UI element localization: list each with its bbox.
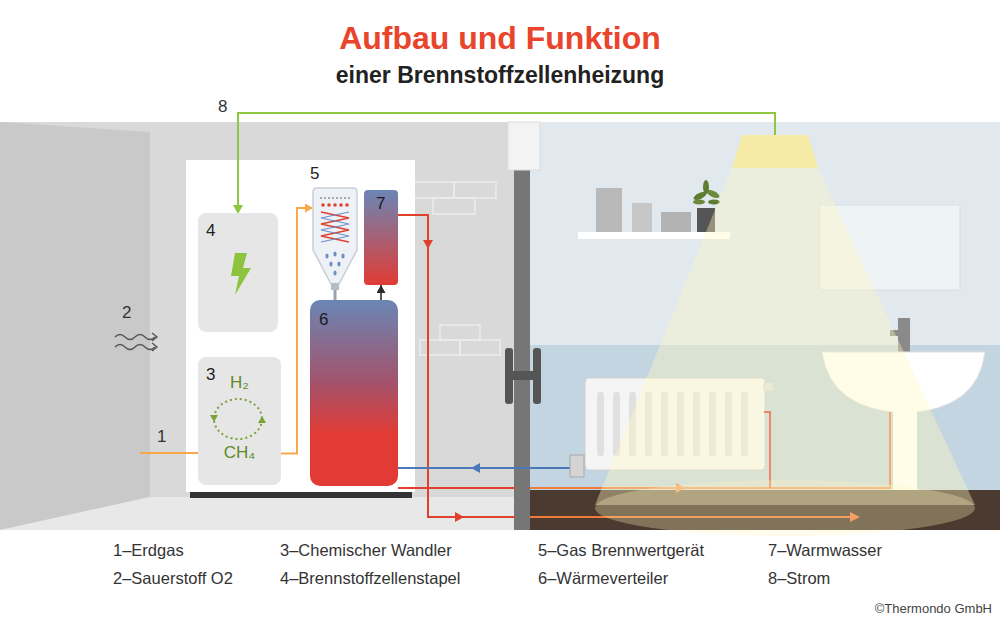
key-entry: 2–Sauerstoff O2 — [113, 569, 233, 588]
oxygen-intake-part — [115, 345, 155, 350]
wall-divider-part — [505, 371, 541, 380]
oxygen-intake-part — [152, 333, 157, 341]
cycle-art-part — [214, 399, 262, 439]
left-room-part — [0, 122, 150, 530]
brick-outline-part — [460, 340, 500, 355]
oxygen-intake-part — [152, 343, 157, 351]
boiler-art-part — [341, 253, 344, 258]
heat-distributor-tank: 6 — [310, 300, 398, 486]
callout-number: 1 — [157, 427, 166, 447]
key-entry: 6–Wärmeverteiler — [538, 569, 668, 588]
boiler-art-part — [339, 203, 343, 207]
diagram-title: Aufbau und Funktion — [0, 20, 1000, 57]
pipes-part — [398, 215, 515, 517]
brick-outline-part — [440, 325, 480, 340]
boiler-art-part — [333, 203, 337, 207]
boiler-art-part — [321, 212, 349, 242]
key-entry: 8–Strom — [768, 569, 830, 588]
pipes-part — [423, 240, 433, 249]
boiler-art-part — [321, 212, 349, 242]
boiler-art-part — [329, 261, 332, 266]
callout-number: 6 — [319, 310, 328, 330]
key-entry: 7–Warmwasser — [768, 541, 882, 560]
boiler-art-part — [320, 197, 350, 198]
radiator-part — [597, 392, 604, 456]
callout-number: 7 — [376, 194, 385, 214]
lamp-part — [732, 135, 818, 168]
brick-outline-part — [433, 198, 475, 214]
connector — [334, 290, 337, 300]
formula-text: CH₄ — [198, 443, 281, 463]
shelf-part — [661, 212, 691, 232]
brick-outline-part — [454, 182, 496, 198]
connector — [380, 285, 382, 300]
boiler-art-part — [313, 188, 357, 284]
connector — [281, 208, 313, 454]
unit-housing — [186, 160, 415, 498]
pipes-part — [471, 463, 480, 473]
unit-housing-part — [186, 160, 415, 492]
lamp-part — [595, 168, 975, 505]
key-entry: 4–Brennstoffzellenstapel — [280, 569, 460, 588]
unit-housing-part — [190, 492, 412, 498]
subtitle: einer Brennstoffzellenheizung — [0, 62, 1000, 89]
condensing-boiler: 5 — [313, 188, 357, 290]
fuel-cell-stack-box: 4 — [198, 213, 278, 332]
brick-outline-part — [420, 340, 460, 355]
callout-number: 2 — [122, 303, 131, 323]
oxygen-intake — [115, 333, 157, 351]
chemical-converter-box: 3H₂ CH₄ — [198, 357, 281, 485]
pipes-part — [455, 512, 464, 522]
lightning-art-part — [231, 253, 251, 295]
boiler-art-part — [333, 270, 336, 275]
lamp-part — [595, 480, 975, 536]
brick-outline-part — [412, 182, 454, 198]
hot-water-tank: 7 — [364, 190, 398, 285]
shelf-part — [596, 188, 622, 232]
pipes-part — [398, 487, 515, 489]
shelf-part — [632, 203, 652, 232]
cycle-art-part — [258, 416, 266, 423]
boiler-art-part — [331, 283, 339, 290]
boiler-art-part — [333, 251, 336, 256]
right-room — [530, 122, 1000, 530]
key-entry: 5–Gas Brennwertgerät — [538, 541, 704, 560]
callout-number: 5 — [310, 164, 319, 184]
callout-number: 4 — [206, 221, 215, 241]
oxygen-intake-part — [115, 335, 155, 340]
callout-number: 3 — [206, 365, 215, 385]
left-room-part — [0, 497, 515, 530]
brick-outline — [412, 182, 500, 355]
boiler-art-part — [321, 203, 325, 207]
boiler-art — [313, 188, 357, 290]
callout-number: 8 — [218, 97, 227, 117]
formula-text: H₂ — [198, 373, 281, 393]
key-entry: 3–Chemischer Wandler — [280, 541, 452, 560]
pipes-part — [570, 455, 584, 477]
wall-divider-part — [508, 122, 540, 170]
lamp — [595, 135, 975, 536]
boiler-art-part — [345, 203, 349, 207]
copyright-note: ©Thermondo GmbH — [875, 601, 992, 616]
gas-supply-line — [140, 453, 198, 454]
pipes-part — [398, 467, 572, 469]
shelf-part — [703, 180, 709, 194]
boiler-art-part — [337, 261, 340, 266]
gas-supply-line-part — [140, 452, 198, 454]
cycle-art-part — [210, 415, 218, 422]
boiler-art-part — [325, 253, 328, 258]
key-entry: 1–Erdgas — [113, 541, 184, 560]
shelf-part — [693, 200, 705, 205]
boiler-art-part — [327, 203, 331, 207]
